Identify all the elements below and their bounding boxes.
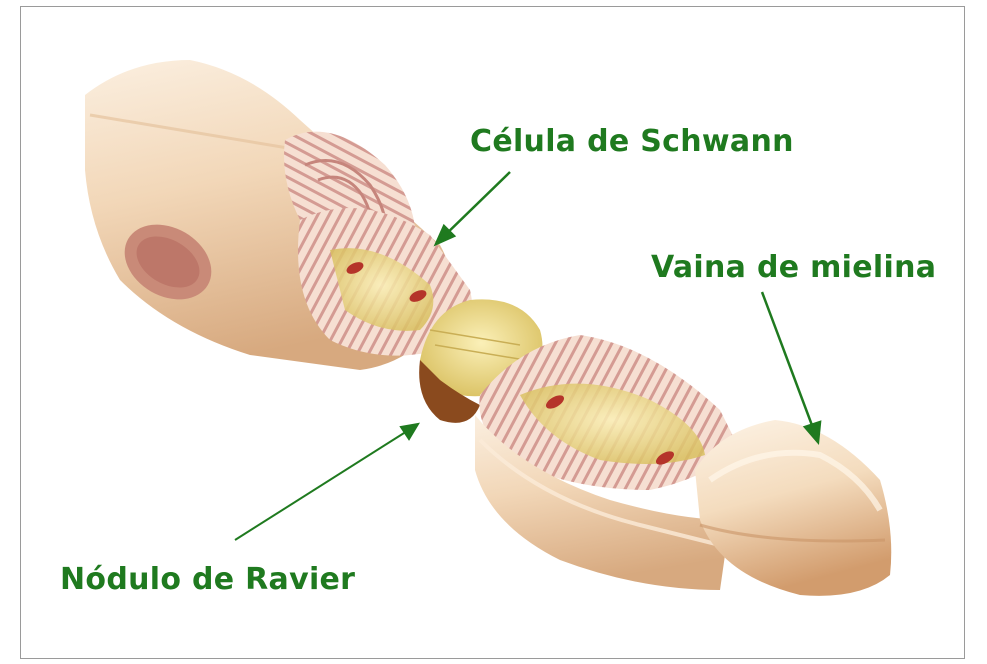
arrow-schwann [436, 172, 510, 244]
arrow-ravier [235, 424, 418, 540]
label-celula-de-schwann: Célula de Schwann [470, 124, 794, 159]
label-vaina-de-mielina: Vaina de mielina [651, 250, 936, 285]
arrow-mielina [762, 292, 820, 442]
right-myelin-segment [695, 420, 891, 596]
label-nodulo-de-ravier: Nódulo de Ravier [60, 562, 355, 597]
